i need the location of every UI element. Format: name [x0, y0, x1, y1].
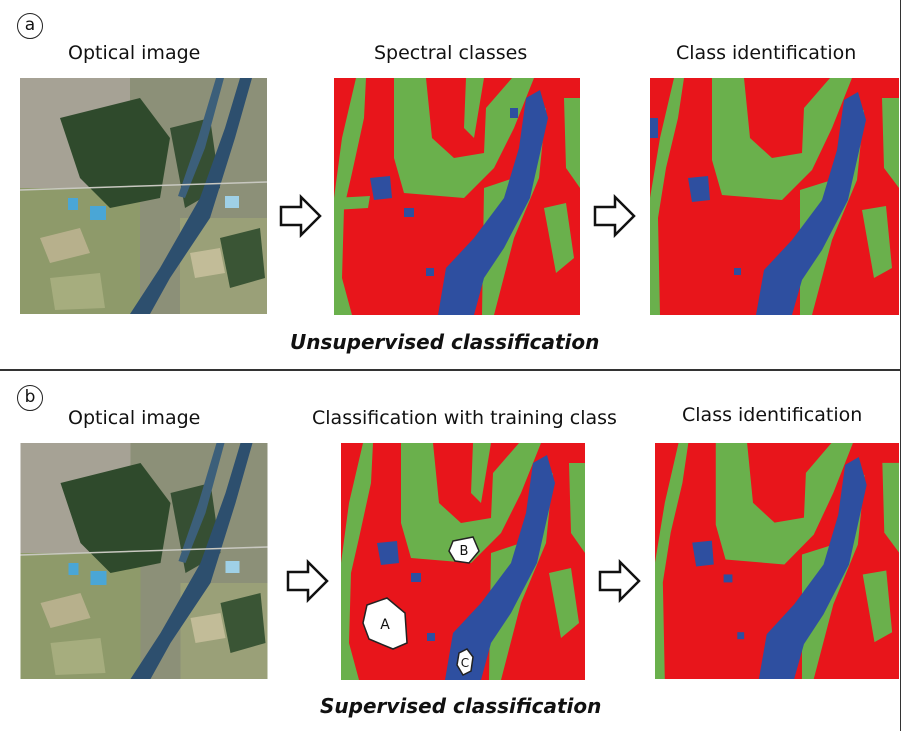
arrow-right-icon: [286, 559, 329, 603]
training-label-b: B: [460, 544, 469, 559]
title-optical-image-a: Optical image: [68, 42, 201, 64]
panel-label-b: b: [17, 385, 43, 411]
panel-a: a Optical image Spectral classes Class i…: [0, 0, 901, 370]
title-optical-image-b: Optical image: [68, 407, 201, 429]
training-classification-map: A B C: [341, 443, 585, 680]
optical-image-a: [20, 78, 267, 314]
title-classification-with-training: Classification with training class: [312, 407, 617, 429]
optical-image-b: [20, 443, 268, 679]
title-class-identification-b: Class identification: [682, 404, 863, 426]
training-region-c: [456, 648, 474, 676]
training-region-b: [448, 536, 480, 564]
arrow-right-icon: [598, 559, 641, 603]
title-spectral-classes: Spectral classes: [374, 42, 528, 64]
class-identification-map-a: [650, 78, 899, 315]
satellite-photo: [20, 443, 268, 679]
spectral-classes-map: [334, 78, 580, 315]
training-region-a: [362, 597, 408, 650]
panel-label-a: a: [17, 13, 43, 39]
title-class-identification-a: Class identification: [676, 42, 857, 64]
caption-supervised: Supervised classification: [320, 694, 602, 718]
caption-unsupervised: Unsupervised classification: [290, 330, 600, 354]
arrow-right-icon: [279, 194, 322, 238]
training-label-a: A: [380, 617, 390, 633]
satellite-photo: [20, 78, 267, 314]
class-identification-map-b: [655, 443, 899, 679]
training-label-c: C: [461, 656, 469, 670]
panel-b: b Optical image Classification with trai…: [0, 370, 901, 731]
arrow-right-icon: [593, 194, 636, 238]
